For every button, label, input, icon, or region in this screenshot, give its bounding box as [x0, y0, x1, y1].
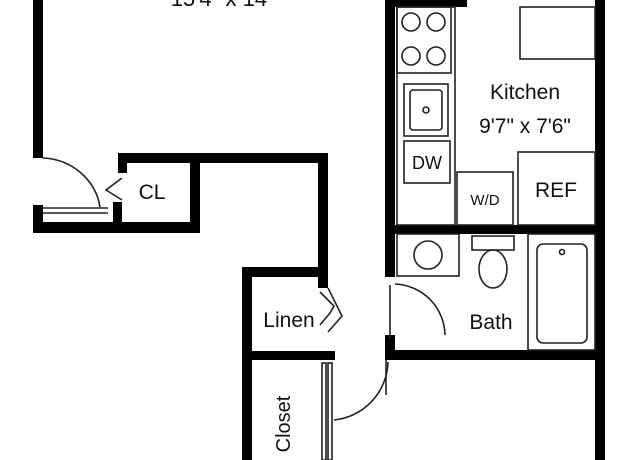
- washer-dryer: [456, 171, 514, 226]
- wall-left-exterior: [33, 0, 43, 158]
- sink-drain-icon: [422, 106, 430, 114]
- burner-icon: [401, 46, 421, 66]
- washer-dryer-label: W/D: [470, 192, 499, 209]
- entry-door-swing: [42, 157, 101, 208]
- wall-linen-top: [242, 267, 328, 277]
- toilet-bowl-icon: [478, 249, 508, 289]
- linen-door: [319, 291, 335, 326]
- refrigerator-label: REF: [535, 179, 577, 202]
- wall-kitchen-bath: [385, 225, 605, 234]
- bathtub: [527, 233, 596, 351]
- wall-hall-right: [318, 153, 328, 288]
- burner-icon: [426, 12, 446, 32]
- wall-cl-right: [190, 153, 200, 233]
- dishwasher-label: DW: [412, 153, 442, 173]
- walls: [33, 0, 605, 460]
- wall-kitchen-top: [385, 0, 467, 7]
- sink-basin: [409, 89, 443, 131]
- burner-icon: [401, 12, 421, 32]
- toilet-tank: [471, 235, 515, 251]
- living-room-dimensions: 15'4" x 14': [171, 0, 272, 11]
- wall-cl-top: [118, 153, 198, 163]
- kitchen-top-counter: [519, 6, 596, 60]
- cl-door: [104, 177, 123, 201]
- closet-small-label: CL: [139, 181, 166, 204]
- sink-icon: [403, 83, 449, 137]
- wall-bath-bottom: [385, 350, 605, 360]
- linen-label: Linen: [263, 309, 314, 332]
- wall-cl-left: [118, 153, 127, 173]
- kitchen-fixtures: [396, 6, 596, 226]
- bathtub-basin: [536, 243, 588, 344]
- kitchen-dimensions: 9'7" x 7'6": [479, 115, 571, 138]
- stove: [396, 6, 452, 74]
- refrigerator: [517, 151, 596, 226]
- wall-living-bottom: [33, 222, 121, 233]
- closet-label: Closet: [273, 395, 295, 452]
- wall-left-exterior-lower: [33, 205, 43, 233]
- wall-cl-left-lower: [113, 202, 122, 233]
- kitchen-counter: [396, 6, 456, 226]
- tub-drain-icon: [558, 248, 566, 256]
- lavatory-sink-icon: [413, 240, 443, 270]
- bath-fixtures: [396, 233, 596, 351]
- wall-bath-left-lower: [385, 335, 395, 360]
- bath-door-swing: [394, 283, 446, 336]
- wall-kitchen-left: [385, 0, 395, 277]
- burner-icon: [426, 46, 446, 66]
- wall-linen-bottom: [242, 351, 335, 360]
- wall-hall-top: [190, 153, 328, 163]
- kitchen-label: Kitchen: [490, 81, 560, 104]
- vanity: [396, 233, 460, 277]
- bedroom-door-swing: [333, 361, 389, 421]
- doors: [42, 157, 446, 460]
- dishwasher: [403, 140, 451, 184]
- wall-linen-left: [242, 267, 252, 460]
- bath-label: Bath: [469, 311, 512, 334]
- closet-sliding-door: [321, 362, 327, 460]
- wall-cl-bottom: [113, 222, 200, 233]
